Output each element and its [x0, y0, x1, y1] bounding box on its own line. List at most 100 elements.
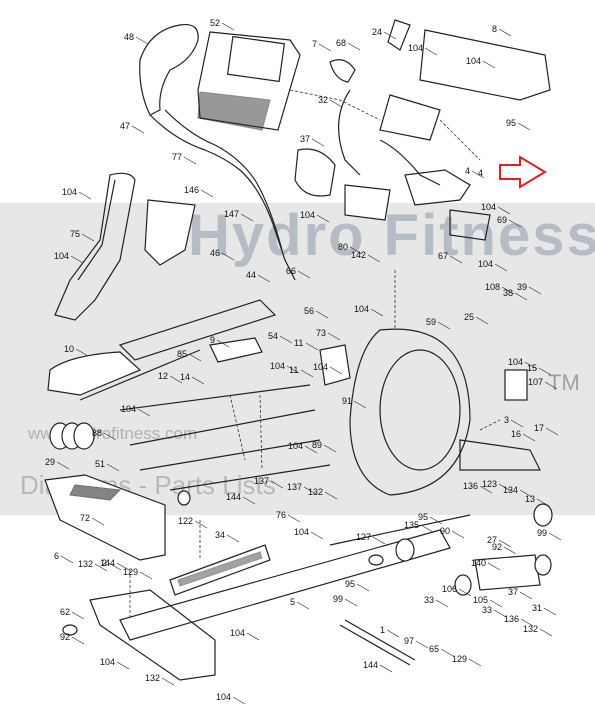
callout-label: 76 — [276, 510, 286, 520]
callout-label: 59 — [426, 317, 436, 327]
callout-label: 104 — [294, 527, 309, 537]
leader-line — [310, 531, 324, 540]
base-cover-2 — [44, 474, 166, 561]
callout-label: 104 — [354, 304, 369, 314]
leader-line — [91, 517, 105, 526]
callout-label: 123 — [482, 479, 497, 489]
callout-label: 104 — [121, 404, 136, 414]
leader-line — [103, 432, 117, 441]
leader-line — [108, 562, 122, 571]
callout-label: 92 — [492, 542, 502, 552]
callout-label: 104 — [100, 657, 115, 667]
callout-label: 134 — [503, 485, 518, 495]
callout-label: 104 — [216, 692, 231, 702]
callout-label: 37 — [300, 134, 310, 144]
leader-line — [296, 601, 310, 610]
leader-line — [498, 539, 512, 548]
watermark-trademark: TM — [548, 370, 580, 395]
callout-label: 104 — [478, 259, 493, 269]
callout-label: 9 — [210, 335, 215, 345]
leader-line — [383, 31, 397, 40]
leader-line — [323, 444, 337, 453]
leader-line — [517, 122, 531, 131]
arrow-target-label: 4 — [478, 168, 483, 178]
leader-line — [440, 648, 454, 657]
leader-line — [316, 214, 330, 223]
leader-line — [379, 664, 393, 673]
callout-label: 75 — [70, 229, 80, 239]
leader-line — [221, 252, 235, 261]
callout-label: 66 — [286, 266, 296, 276]
leader-line — [538, 367, 552, 376]
callout-label: 5 — [290, 597, 295, 607]
leader-line — [318, 43, 332, 52]
callout-label: 39 — [517, 282, 527, 292]
leader-line — [169, 375, 183, 384]
leader-line — [305, 342, 319, 351]
callout-label: 4 — [465, 166, 470, 176]
leader-line — [370, 308, 384, 317]
callout-label: 90 — [440, 526, 450, 536]
leader-line — [116, 562, 130, 571]
callout-label: 104 — [230, 628, 245, 638]
leader-line — [137, 408, 151, 417]
leader-line — [349, 246, 363, 255]
leader-line — [429, 516, 443, 525]
callout-label: 136 — [504, 614, 519, 624]
part-10 — [209, 337, 263, 363]
callout-label: 72 — [80, 513, 90, 523]
watermark-brand: Hydro Fitness — [188, 203, 595, 268]
callout-label: 24 — [372, 27, 382, 37]
callout-label: 129 — [452, 654, 467, 664]
callout-label: 3 — [504, 415, 509, 425]
leader-line — [424, 47, 438, 56]
rear-stabilizer — [459, 439, 541, 471]
callout-label: 104 — [466, 56, 481, 66]
plate-104 — [379, 94, 441, 141]
leader-line — [475, 316, 489, 325]
bracket-69 — [449, 209, 491, 241]
leader-line — [270, 480, 284, 489]
callout-label: 65 — [429, 644, 439, 654]
leader-line — [510, 419, 524, 428]
leader-line — [519, 489, 533, 498]
callout-label: 14 — [180, 372, 190, 382]
callout-label: 69 — [497, 215, 507, 225]
callout-label: 38 — [503, 288, 513, 298]
leader-line — [78, 191, 92, 200]
leader-line — [188, 353, 202, 362]
leader-line — [528, 286, 542, 295]
leader-line — [372, 536, 386, 545]
callout-label: 144 — [226, 492, 241, 502]
leader-line — [75, 348, 89, 357]
leader-line — [315, 310, 329, 319]
leader-line — [497, 206, 511, 215]
leader-line — [300, 369, 314, 378]
pedal-85 — [47, 351, 142, 396]
leader-line — [367, 254, 381, 263]
callout-label: 88 — [92, 428, 102, 438]
leader-line — [303, 486, 317, 495]
leader-line — [449, 255, 463, 264]
callout-label: 147 — [224, 209, 239, 219]
leader-line — [94, 563, 108, 572]
leader-line — [386, 629, 400, 638]
leader-line — [216, 339, 230, 348]
callout-label: 46 — [210, 248, 220, 258]
callout-label: 13 — [525, 494, 535, 504]
track-76 — [169, 544, 271, 596]
leader-line — [191, 376, 205, 385]
leader-line — [297, 270, 311, 279]
leader-line — [494, 263, 508, 272]
callout-label: 104 — [288, 441, 303, 451]
callout-label: 95 — [418, 512, 428, 522]
callout-label: 140 — [471, 558, 486, 568]
callout-label: 104 — [300, 210, 315, 220]
leader-line — [468, 658, 482, 667]
callout-label: 104 — [313, 362, 328, 372]
main-frame-1 — [119, 529, 451, 641]
leader-line — [81, 233, 95, 242]
